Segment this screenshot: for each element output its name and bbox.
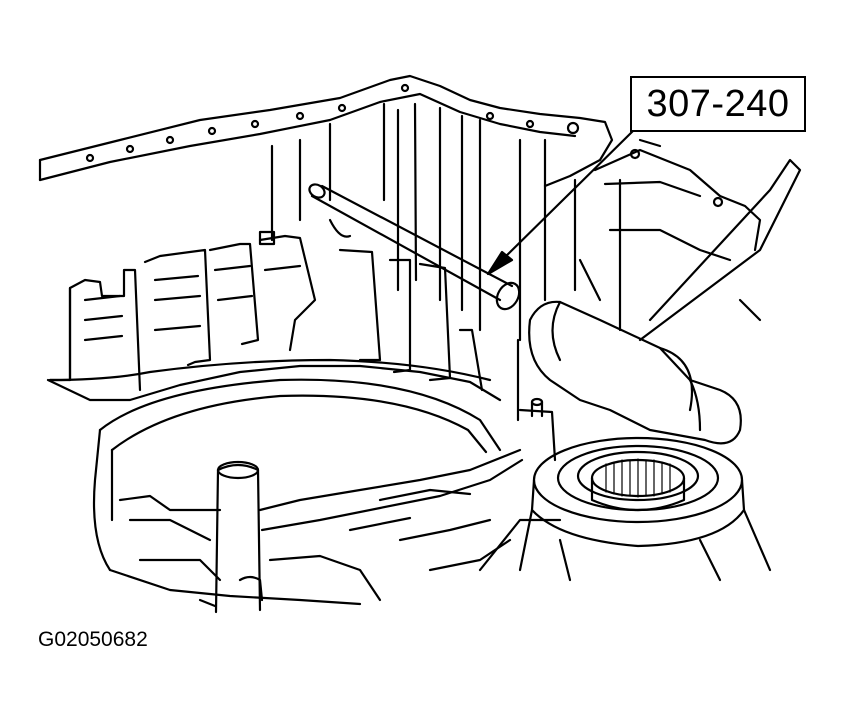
figure-id-label: G02050682 [38,628,148,651]
tool-number-label: 307-240 [646,82,790,125]
center-support [108,448,524,614]
clutch-housing-drum [46,230,502,402]
hammer [528,158,802,445]
bore-ring [92,378,502,572]
callout-leader-arrow [486,126,638,276]
small-post [518,397,557,462]
tool-number-callout: 307-240 [630,76,806,132]
case-right-side [578,138,762,332]
output-seal-bearing [478,436,772,582]
tool-pin [308,183,521,311]
transmission-case-flange [38,74,614,188]
